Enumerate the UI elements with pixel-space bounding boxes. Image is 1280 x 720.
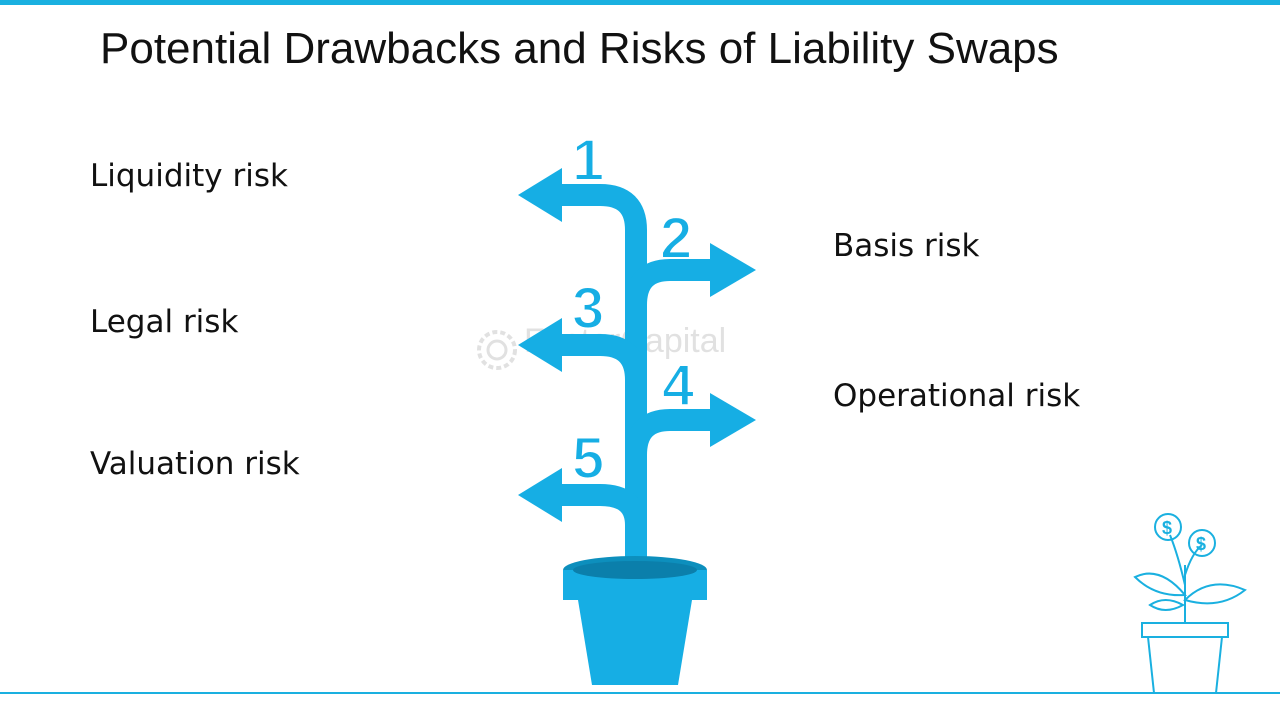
plant-diagram: 1 2 3 4 5 xyxy=(518,127,756,685)
dollar-coin-icon-1: $ xyxy=(1162,518,1172,538)
arrow-head-5 xyxy=(518,468,562,522)
arrow-head-1 xyxy=(518,168,562,222)
risk-label-operational: Operational risk xyxy=(833,378,1081,414)
risk-label-legal: Legal risk xyxy=(90,304,239,340)
branch-number-5: 5 xyxy=(572,426,604,491)
money-plant-icon: $ $ xyxy=(1133,513,1247,694)
risk-label-valuation: Valuation risk xyxy=(90,446,300,482)
top-accent-bar xyxy=(0,0,1280,5)
arrow-head-2 xyxy=(710,243,756,297)
arrow-head-3 xyxy=(518,318,562,372)
plant-stem xyxy=(555,184,715,565)
branch-number-2: 2 xyxy=(660,206,692,271)
risk-label-basis: Basis risk xyxy=(833,228,980,264)
arrow-head-4 xyxy=(710,393,756,447)
watermark-gear-icon xyxy=(477,330,517,370)
page-title: Potential Drawbacks and Risks of Liabili… xyxy=(100,24,1059,73)
branch-number-1: 1 xyxy=(572,128,604,193)
dollar-coin-icon-2: $ xyxy=(1196,534,1206,554)
risk-label-liquidity: Liquidity risk xyxy=(90,158,288,194)
ground-line xyxy=(0,692,1280,694)
plant-pot xyxy=(563,556,707,685)
branch-number-3: 3 xyxy=(572,276,604,341)
branch-number-4: 4 xyxy=(662,353,694,418)
